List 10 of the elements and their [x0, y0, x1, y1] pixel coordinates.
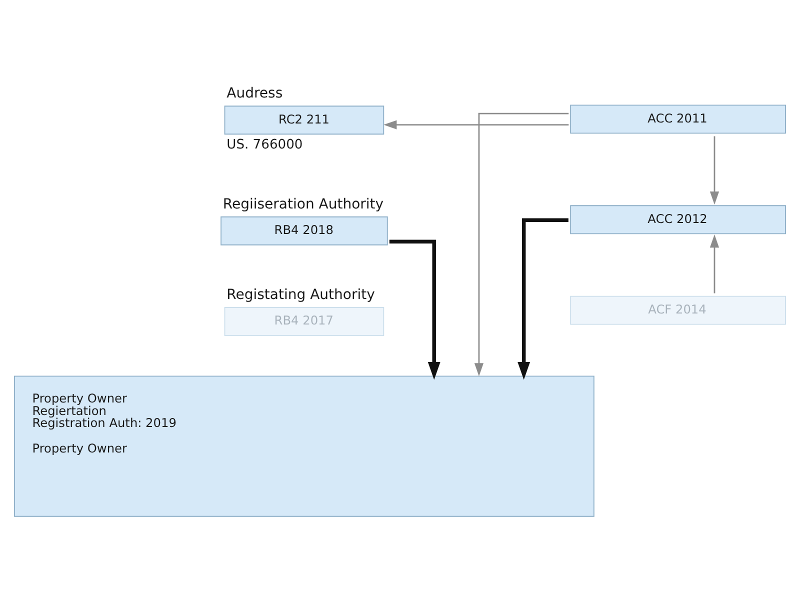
node-label: Audress [226, 85, 283, 102]
arrow [710, 234, 720, 293]
node-label: Registating Authority [226, 286, 375, 303]
node-label: Regiiseration Authority [222, 196, 384, 212]
arrow [518, 218, 568, 380]
node-label: US. 766000 [226, 136, 303, 152]
arrow [384, 120, 569, 129]
arrow [474, 112, 569, 376]
arrow [389, 239, 440, 380]
arrow [710, 136, 720, 204]
